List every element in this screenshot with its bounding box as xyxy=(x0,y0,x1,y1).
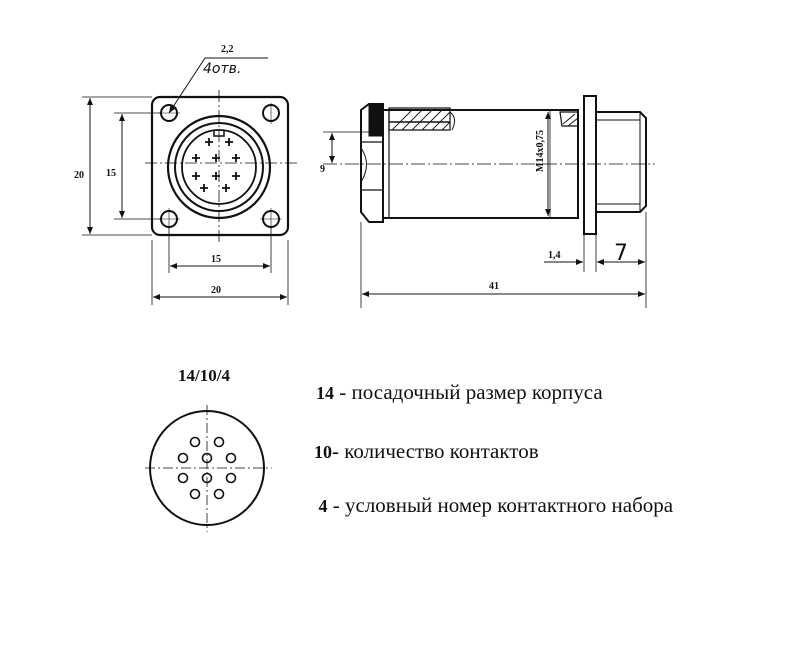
legend-text: - условный номер контактного набора xyxy=(327,493,674,517)
dim-width-inner: 15 xyxy=(211,254,221,265)
legend-item-set: 4 - условный номер контактного набора xyxy=(308,491,728,520)
pin-contact xyxy=(213,488,225,500)
front-view xyxy=(82,57,297,305)
dim-height-inner: 15 xyxy=(106,168,116,179)
pin-contact xyxy=(213,436,225,448)
pin-contact xyxy=(177,452,189,464)
legend-text: - посадочный размер корпуса xyxy=(334,380,603,404)
legend-item-size: 14 - посадочный размер корпуса xyxy=(316,378,603,407)
flange-outline xyxy=(150,95,290,237)
pin-contact xyxy=(225,452,237,464)
hole-count-label: 4отв. xyxy=(203,61,241,77)
dim-width-outer: 20 xyxy=(211,285,221,296)
legend-item-contacts: 10- количество контактов xyxy=(314,437,539,466)
dim-length: 41 xyxy=(489,281,499,292)
pin-contact xyxy=(225,472,237,484)
dim-flange: 1,4 xyxy=(548,250,561,261)
legend-num: 4 xyxy=(318,496,328,516)
side-flange xyxy=(583,95,597,235)
legend-text: - количество контактов xyxy=(332,439,539,463)
designation-code: 14/10/4 xyxy=(178,366,230,385)
contact-crosses xyxy=(192,138,240,192)
hole-size-label: 2,2 xyxy=(221,44,234,55)
legend-num: 10 xyxy=(314,442,332,462)
side-view xyxy=(323,95,655,308)
dim-stub: 7 xyxy=(614,241,628,266)
pin-contact xyxy=(201,472,213,484)
dim-height-outer: 20 xyxy=(74,170,84,181)
pin-contact xyxy=(189,436,201,448)
legend-num: 14 xyxy=(316,383,334,403)
hole-leader xyxy=(168,57,268,114)
pin-layout xyxy=(145,405,272,532)
dim-thread: M14x0,75 xyxy=(535,130,546,172)
front-stub xyxy=(596,111,647,213)
dim-offset: 9 xyxy=(320,164,325,175)
pin-contact xyxy=(189,488,201,500)
pin-contact xyxy=(177,472,189,484)
pin-contact xyxy=(201,452,213,464)
